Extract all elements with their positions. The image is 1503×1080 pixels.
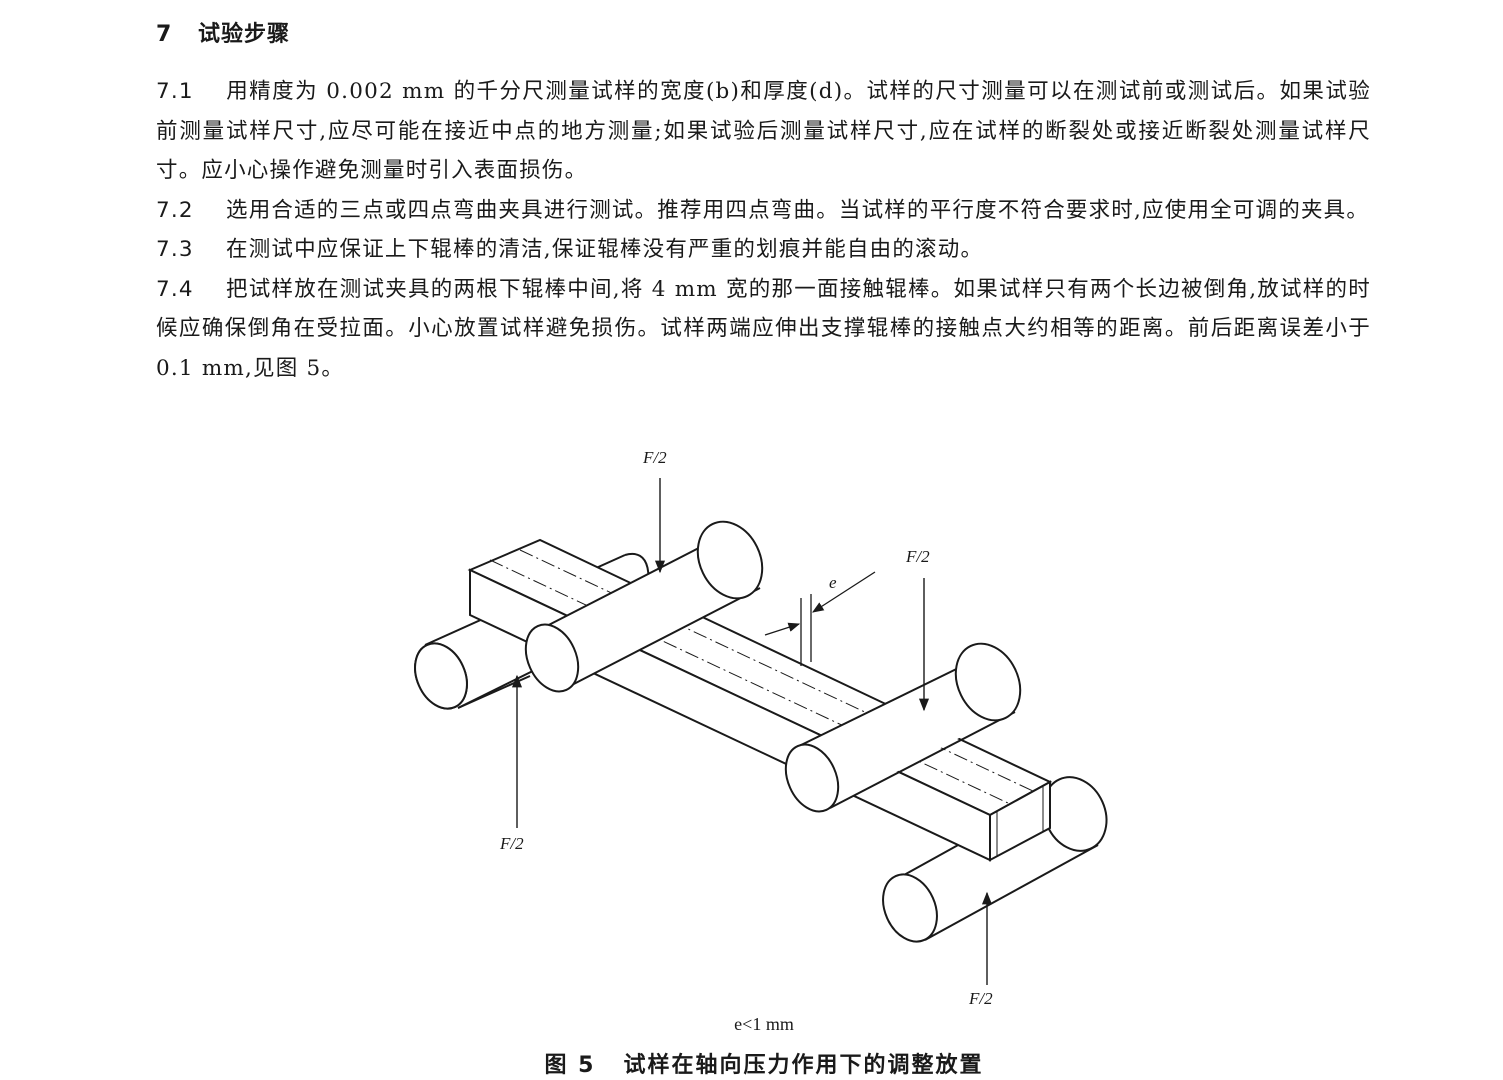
paragraph-7-3: 7.3 在测试中应保证上下辊棒的清洁,保证辊棒没有严重的划痕并能自由的滚动。: [156, 230, 1371, 270]
section-title: 试验步骤: [198, 22, 291, 47]
lower-left-roller-front-edge: [457, 675, 531, 709]
figure-number: 图 5: [544, 1053, 596, 1078]
section-number: 7: [156, 22, 173, 47]
lower-left-roller-end: [414, 642, 468, 710]
force-label-upper-left: F/2: [642, 448, 667, 467]
paragraph-number: 7.1: [156, 79, 194, 104]
paragraph-number: 7.4: [156, 276, 194, 302]
bending-fixture-diagram: F/2 F/2 F/2 F/2 e: [414, 448, 1108, 1008]
figure-note: e<1 mm: [734, 1014, 794, 1034]
lower-right-roller: [882, 776, 1108, 943]
paragraph-7-2: 7.2 选用合适的三点或四点弯曲夹具进行测试。推荐用四点弯曲。当试样的平行度不符合…: [156, 191, 1371, 231]
force-label-lower-right: F/2: [968, 989, 993, 1008]
paragraph-number: 7.3: [156, 237, 194, 262]
force-label-upper-right: F/2: [905, 547, 930, 566]
offset-label: e: [829, 573, 837, 592]
figure-caption: 图 5 试样在轴向压力作用下的调整放置: [0, 1047, 1503, 1079]
paragraph-text: 用精度为 0.002 mm 的千分尺测量试样的宽度(b)和厚度(d)。试样的尺寸…: [156, 79, 1371, 183]
offset-dimension: [764, 571, 876, 666]
paragraph-number: 7.2: [156, 197, 194, 223]
paragraph-text: 在测试中应保证上下辊棒的清洁,保证辊棒没有严重的划痕并能自由的滚动。: [226, 237, 984, 262]
section-heading: 7 试验步骤: [156, 16, 290, 48]
figure-title: 试样在轴向压力作用下的调整放置: [623, 1053, 984, 1078]
force-label-lower-left: F/2: [499, 834, 524, 853]
upper-right-roller: [784, 642, 1022, 813]
paragraph-text: 把试样放在测试夹具的两根下辊棒中间,将 4 mm 宽的那一面接触辊棒。如果试样只…: [156, 276, 1371, 381]
upper-left-roller: [524, 520, 765, 693]
figure-5: F/2 F/2 F/2 F/2 e: [400, 440, 1130, 1020]
paragraph-text: 选用合适的三点或四点弯曲夹具进行测试。推荐用四点弯曲。当试样的平行度不符合要求时…: [226, 197, 1370, 223]
